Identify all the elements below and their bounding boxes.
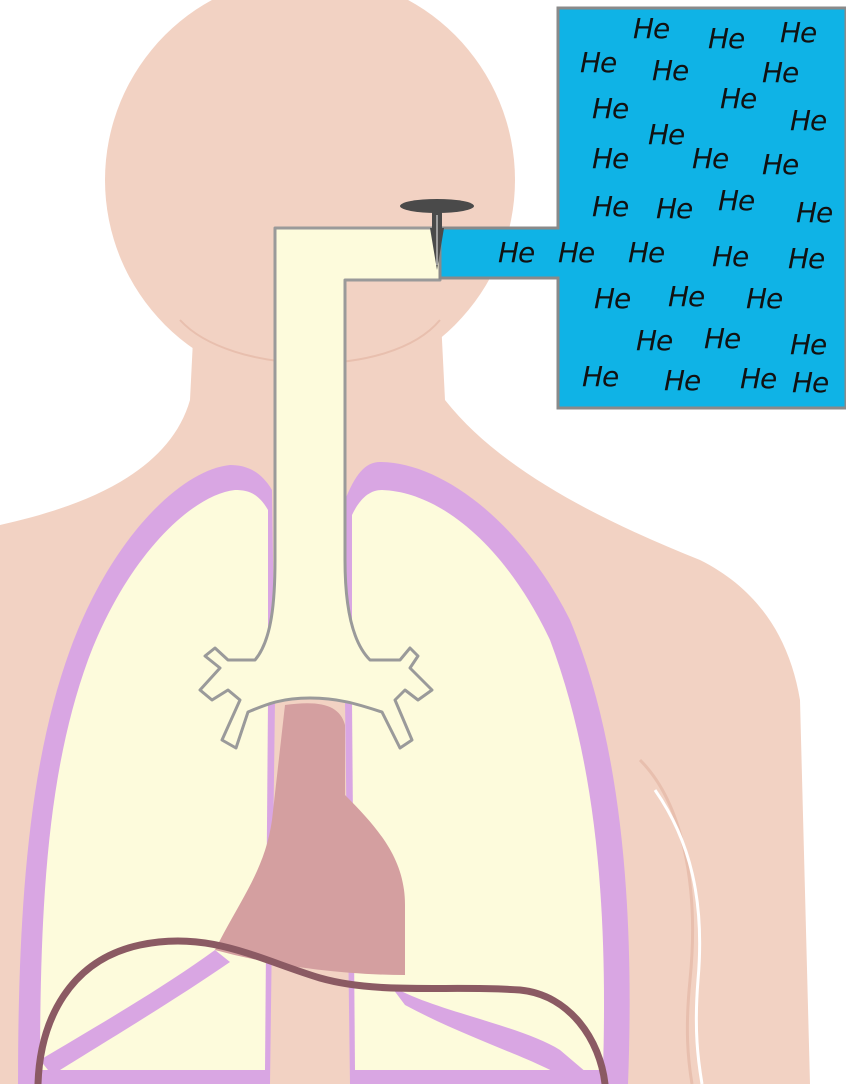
- he-label: He: [648, 118, 684, 151]
- he-label: He: [594, 282, 630, 315]
- he-label: He: [792, 366, 828, 399]
- he-label: He: [668, 280, 704, 313]
- he-label: He: [498, 236, 534, 269]
- he-label: He: [746, 282, 782, 315]
- he-label: He: [582, 360, 618, 393]
- he-label: He: [580, 46, 616, 79]
- he-label: He: [704, 322, 740, 355]
- he-label: He: [712, 240, 748, 273]
- he-label: He: [592, 92, 628, 125]
- he-label: He: [788, 242, 824, 275]
- he-label: He: [558, 236, 594, 269]
- he-label: He: [718, 184, 754, 217]
- he-label: He: [740, 362, 776, 395]
- he-label: He: [762, 148, 798, 181]
- he-label: He: [652, 54, 688, 87]
- he-label: He: [780, 16, 816, 49]
- he-label: He: [628, 236, 664, 269]
- he-label: He: [592, 190, 628, 223]
- he-label: He: [633, 12, 669, 45]
- he-label: He: [592, 142, 628, 175]
- he-label: He: [720, 82, 756, 115]
- he-label: He: [664, 364, 700, 397]
- he-label: He: [762, 56, 798, 89]
- he-label: He: [790, 328, 826, 361]
- he-label: He: [692, 142, 728, 175]
- he-label: He: [656, 192, 692, 225]
- he-label: He: [790, 104, 826, 137]
- he-label: He: [796, 196, 832, 229]
- he-label: He: [636, 324, 672, 357]
- he-label: He: [708, 22, 744, 55]
